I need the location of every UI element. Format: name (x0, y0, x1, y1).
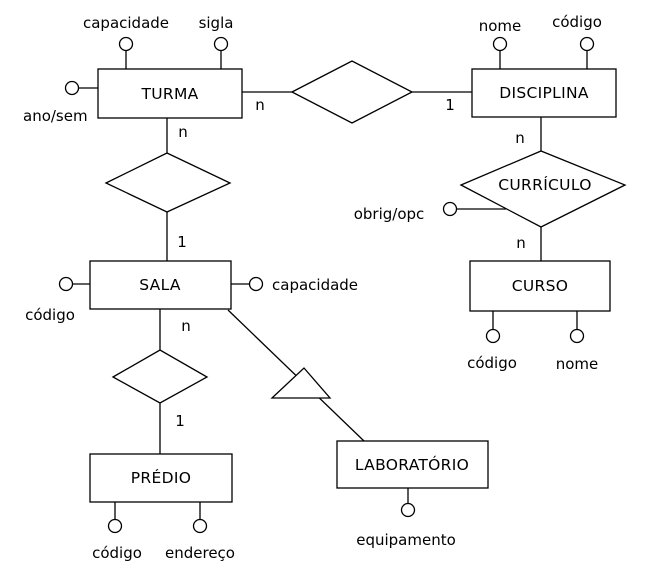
entity-disciplina (471, 68, 617, 118)
attribute-circle-turma-sigla (213, 36, 229, 52)
cardinality-turma-sala-n: n (178, 123, 188, 141)
entity-label-laboratorio: LABORATÓRIO (355, 455, 469, 474)
attribute-label-curso-codigo: código (467, 354, 517, 372)
specialization-triangle (270, 367, 332, 399)
relationship-curriculo (459, 150, 627, 228)
attribute-circle-predio-endereco (192, 518, 208, 534)
attribute-circle-turma-anosem (64, 80, 80, 96)
attribute-label-curriculo-obrig: obrig/opc (354, 205, 425, 223)
entity-label-disciplina: DISCIPLINA (499, 84, 589, 102)
attribute-circle-curriculo-obrig (442, 201, 458, 217)
cardinality-turma-disciplina-n: n (255, 96, 265, 114)
relationship-turma-sala (104, 152, 232, 213)
entity-label-turma: TURMA (140, 85, 198, 103)
entity-label-predio: PRÉDIO (131, 468, 191, 487)
entity-laboratorio (336, 440, 489, 489)
attribute-circle-disciplina-nome (492, 36, 508, 52)
attribute-label-predio-endereco: endereço (165, 544, 235, 562)
attribute-circle-sala-capacidade (248, 276, 264, 292)
attribute-label-turma-sigla: sigla (199, 14, 234, 32)
entity-predio (89, 453, 233, 503)
cardinality-curso-disciplina-n: n (516, 234, 526, 252)
entity-label-curso: CURSO (512, 277, 568, 295)
relationship-turma-disciplina (290, 60, 414, 124)
entity-turma (97, 68, 243, 119)
attribute-label-turma-anosem: ano/sem (23, 107, 88, 125)
attribute-circle-curso-nome (569, 328, 585, 344)
cardinality-disciplina-turma-1: 1 (445, 96, 455, 114)
attribute-label-laboratorio-equipamento: equipamento (356, 531, 456, 549)
relationship-label-curriculo: CURRÍCULO (498, 175, 591, 194)
relationship-sala-predio (111, 349, 209, 404)
attribute-label-predio-codigo: código (92, 544, 142, 562)
entity-sala (89, 260, 232, 310)
attribute-label-disciplina-codigo: código (552, 13, 602, 31)
entity-label-sala: SALA (139, 276, 181, 294)
attribute-circle-laboratorio-equipamento (400, 502, 416, 518)
attribute-circle-sala-codigo (58, 276, 74, 292)
attribute-circle-curso-codigo (485, 328, 501, 344)
attribute-label-turma-capacidade: capacidade (83, 14, 169, 32)
attribute-circle-predio-codigo (107, 518, 123, 534)
cardinality-sala-turma-1: 1 (177, 233, 187, 251)
attribute-label-curso-nome: nome (556, 355, 599, 373)
attribute-label-disciplina-nome: nome (479, 17, 522, 35)
attribute-circle-disciplina-codigo (579, 36, 595, 52)
cardinality-predio-sala-1: 1 (175, 412, 185, 430)
cardinality-disciplina-curso-n: n (515, 129, 525, 147)
attribute-circle-turma-capacidade (118, 36, 134, 52)
attribute-label-sala-capacidade: capacidade (272, 276, 358, 294)
entity-curso (469, 260, 611, 312)
cardinality-sala-predio-n: n (181, 317, 191, 335)
attribute-label-sala-codigo: código (25, 306, 75, 324)
